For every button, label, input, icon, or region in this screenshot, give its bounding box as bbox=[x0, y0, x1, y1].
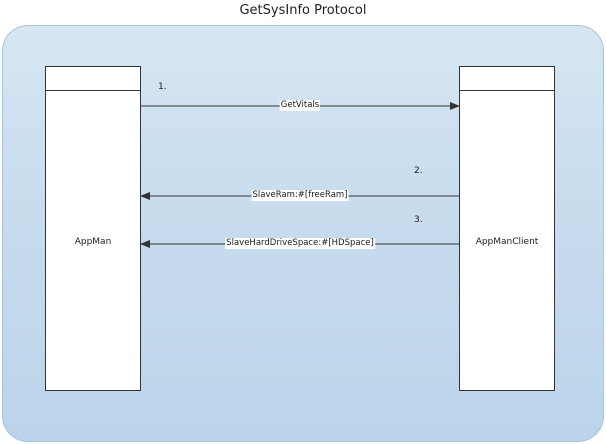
message-2-label: SlaveRam:#[freeRam] bbox=[251, 190, 349, 201]
lifeline-appman-label: AppMan bbox=[74, 237, 112, 247]
message-3-number: 3. bbox=[414, 215, 423, 225]
diagram-title: GetSysInfo Protocol bbox=[239, 3, 367, 18]
message-1-label: GetVitals bbox=[279, 100, 321, 111]
message-3-label: SlaveHardDriveSpace:#[HDSpace] bbox=[225, 238, 375, 249]
message-2-number: 2. bbox=[414, 166, 423, 176]
lifeline-appmanclient: AppManClient bbox=[459, 66, 555, 391]
lifeline-appmanclient-label: AppManClient bbox=[475, 237, 539, 247]
lifeline-appman: AppMan bbox=[45, 66, 141, 391]
message-1-number: 1. bbox=[158, 82, 167, 92]
lifeline-appmanclient-header bbox=[460, 67, 554, 91]
lifeline-appman-header bbox=[46, 67, 140, 91]
